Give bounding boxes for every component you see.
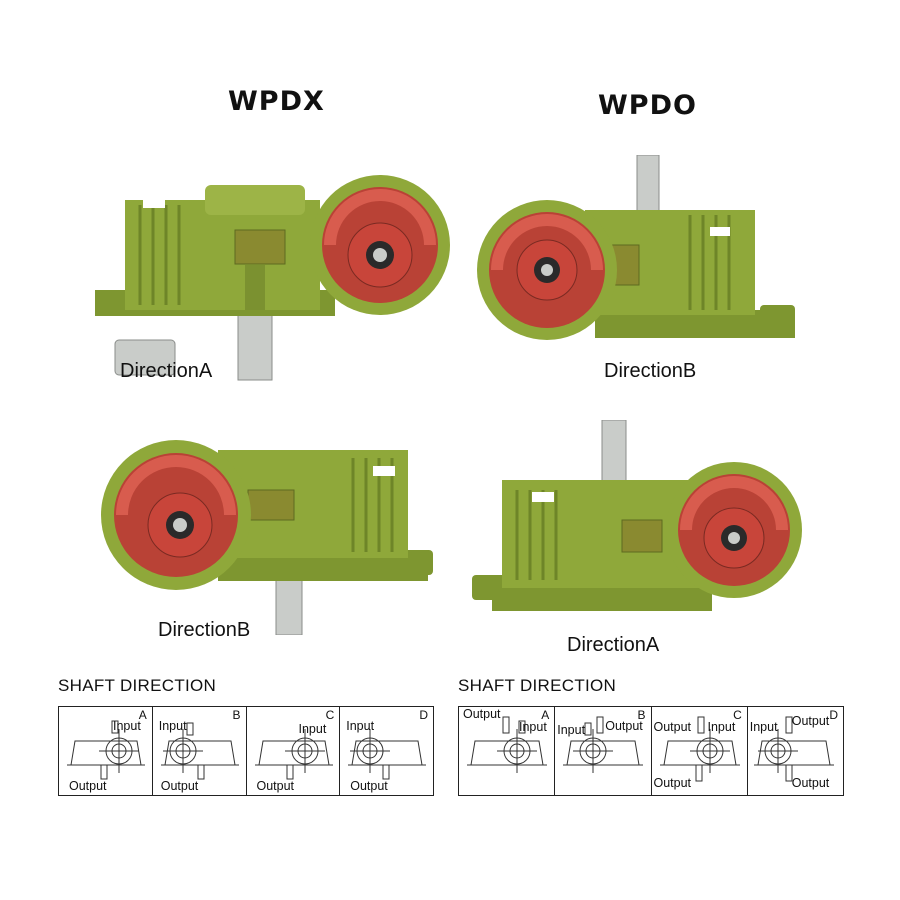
output-label: Output [160, 779, 199, 793]
output-label-bottom: Output [791, 776, 830, 790]
output-label: Output [605, 719, 643, 733]
model-title-wpdo: WPDO [598, 90, 697, 121]
output-label-bottom: Output [653, 776, 692, 790]
shaft-cell-letter: C [733, 708, 742, 722]
shaft-cell-letter: B [637, 708, 646, 722]
shaft-cell-b: B Input Output [555, 707, 652, 795]
shaft-cell-d: D Input Output [340, 707, 433, 795]
shaft-cell-letter: A [541, 708, 550, 722]
gearbox-wpdo-direction-b-image [477, 155, 795, 340]
shaft-cell-c: C Output Input Output [652, 707, 748, 795]
output-label: Output [350, 779, 388, 793]
model-title-wpdx: WPDX [228, 86, 325, 117]
shaft-cell-b: B Input Output [153, 707, 247, 795]
gearbox-wpdo-direction-a-image [472, 420, 802, 611]
shaft-cell-letter: B [232, 708, 241, 722]
output-label: Output [791, 714, 830, 728]
shaft-direction-title-left: SHAFT DIRECTION [58, 676, 217, 695]
input-label: Input [113, 719, 141, 733]
shaft-cell-letter: D [829, 708, 838, 722]
output-label: Output [69, 779, 107, 793]
output-label: Output [256, 779, 295, 793]
shaft-cell-letter: D [419, 708, 428, 722]
input-label: Input [298, 722, 327, 736]
shaft-direction-title-right: SHAFT DIRECTION [458, 676, 617, 695]
output-label: Output [463, 707, 501, 721]
shaft-cell-letter: C [325, 708, 335, 722]
input-label: Input [519, 720, 547, 734]
direction-label-wpdo-a: DirectionA [567, 634, 660, 656]
input-label: Input [158, 719, 187, 733]
shaft-cell-letter: A [138, 708, 147, 722]
direction-label-wpdo-b: DirectionB [604, 360, 697, 382]
shaft-direction-diagram-wpdo: A Output Input B Input Output C Ou [458, 706, 844, 796]
shaft-cell-a: A Output Input [459, 707, 556, 795]
shaft-cell-c: C Input Output [247, 707, 341, 795]
gearbox-wpdx-direction-a-image [95, 175, 450, 381]
shaft-cell-a: A Input Output [59, 707, 153, 795]
direction-label-wpdx-a: DirectionA [120, 360, 213, 382]
input-label: Input [749, 720, 778, 734]
output-label: Output [653, 720, 692, 734]
direction-label-wpdx-b: DirectionB [158, 619, 251, 641]
gearbox-wpdx-direction-b-image [101, 440, 433, 635]
input-label: Input [346, 719, 375, 733]
input-label: Input [707, 720, 736, 734]
shaft-direction-diagram-wpdx: A Input Output B Input Output C In [58, 706, 434, 796]
shaft-cell-d: D Input Output Output [748, 707, 843, 795]
input-label: Input [557, 723, 586, 737]
